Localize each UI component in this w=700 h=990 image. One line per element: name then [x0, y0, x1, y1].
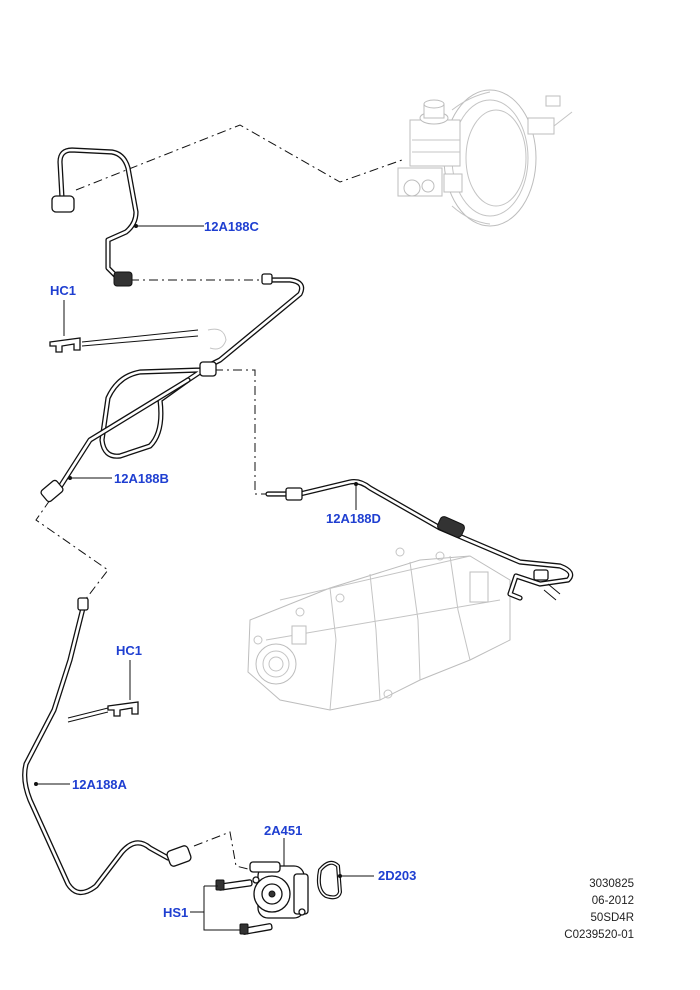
- callout-2D203: 2D203: [378, 868, 417, 883]
- callout-12A188D: 12A188D: [326, 511, 381, 526]
- hose-12A188D: [265, 479, 574, 601]
- hose-clip-hc1-bottom: [107, 701, 139, 717]
- callout-hs1: HS1: [163, 905, 189, 920]
- hose-12A188C: [51, 147, 139, 287]
- brake-booster-assembly: [397, 89, 573, 227]
- reference-illustration-id: C0239520-01: [564, 929, 634, 941]
- hose-12A188A: [22, 597, 192, 896]
- reference-date: 06-2012: [591, 895, 634, 907]
- leader-lines: [34, 224, 374, 931]
- intake-manifold: [247, 547, 511, 711]
- hose-clip-hc1-top: [49, 337, 81, 353]
- callout-hc1-top: HC1: [50, 283, 77, 298]
- vacuum-pump-2A451: [249, 861, 309, 919]
- callout-12A188B: 12A188B: [114, 471, 169, 486]
- callout-hc1-bottom: HC1: [116, 643, 143, 658]
- reference-model-code: 50SD4R: [590, 912, 634, 924]
- connection-lines: [35, 124, 403, 873]
- callout-2A451: 2A451: [264, 823, 303, 838]
- callout-12A188A: 12A188A: [72, 777, 127, 792]
- callout-12A188C: 12A188C: [204, 219, 259, 234]
- gasket-2D203: [316, 860, 343, 900]
- reference-number: 3030825: [589, 878, 634, 890]
- bolts-hs1: [215, 879, 273, 935]
- hose-12A188B: [40, 273, 305, 503]
